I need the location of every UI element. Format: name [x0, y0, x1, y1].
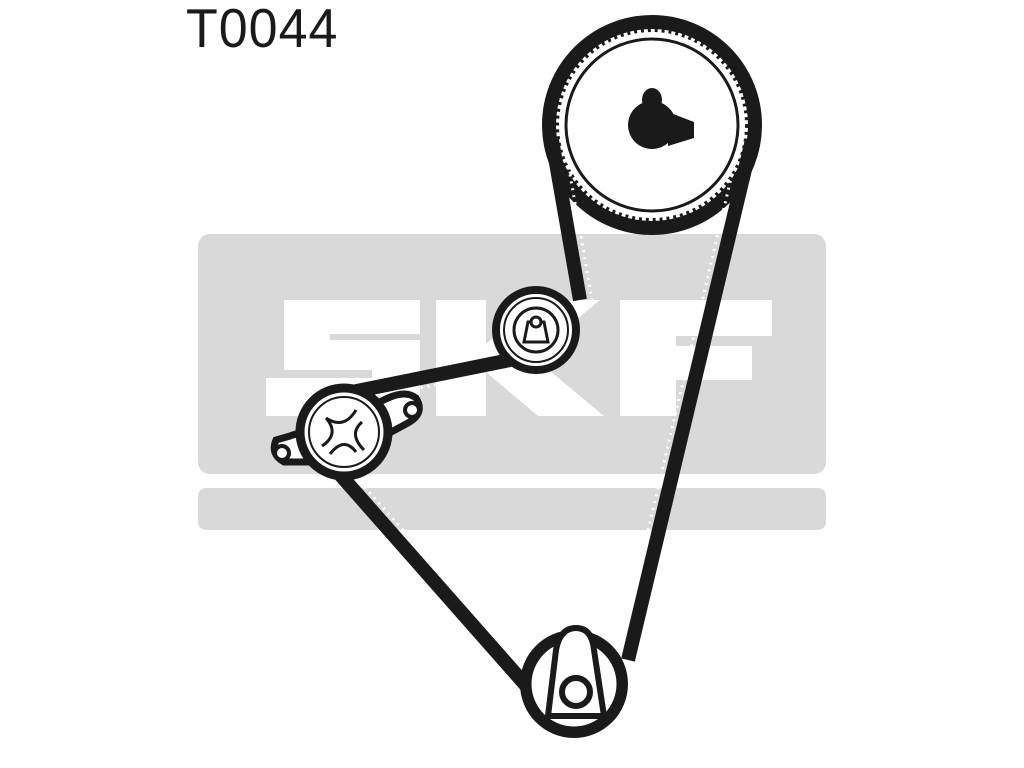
crankshaft-pulley-icon [520, 624, 628, 738]
tensioner-pulley-icon [270, 383, 423, 481]
idler-pulley-icon [492, 286, 580, 374]
part-code-title: T0044 [186, 0, 339, 60]
skf-watermark-logo [198, 234, 826, 530]
camshaft-pulley-icon [628, 88, 694, 149]
